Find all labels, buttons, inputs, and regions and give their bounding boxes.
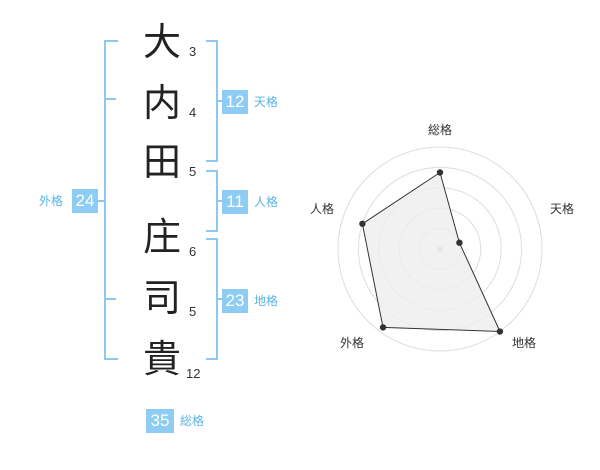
soukaku-label: 総格 xyxy=(180,414,205,428)
stroke-count-5: 5 xyxy=(189,304,197,319)
radar-ring xyxy=(337,146,543,352)
radar-label-gaikaku: 外格 xyxy=(340,336,365,350)
tenkaku-value-badge: 12 xyxy=(222,90,248,114)
gaikaku-bracket-tick xyxy=(106,98,116,100)
radar-point-5 xyxy=(359,220,366,227)
tenkaku-bracket-connector xyxy=(216,100,224,102)
stroke-count-2: 4 xyxy=(189,105,197,120)
jinkaku-bracket-connector xyxy=(216,200,224,202)
jinkaku-label: 人格 xyxy=(254,195,279,209)
stroke-count-1: 3 xyxy=(189,44,197,59)
radar-label-jinkaku: 人格 xyxy=(310,202,335,216)
name-character-1: 大 xyxy=(142,20,181,64)
tenkaku-label: 天格 xyxy=(254,95,279,109)
stroke-count-6: 12 xyxy=(186,366,201,381)
name-character-5: 司 xyxy=(142,276,181,320)
radar-point-1 xyxy=(436,169,444,176)
radar-label-chikaku: 地格 xyxy=(512,336,537,350)
name-character-3: 田 xyxy=(142,140,181,184)
soukaku-value-badge: 35 xyxy=(146,409,174,433)
gaikaku-label: 外格 xyxy=(39,194,64,208)
jinkaku-value-badge: 11 xyxy=(222,190,248,214)
gaikaku-bracket xyxy=(104,40,118,360)
name-character-2: 内 xyxy=(142,81,181,125)
gaikaku-bracket-tick xyxy=(106,298,116,300)
stroke-count-4: 6 xyxy=(189,244,197,259)
radar-point-4 xyxy=(379,324,387,331)
radar-label-tenkaku: 天格 xyxy=(550,202,575,216)
radar-point-3 xyxy=(496,328,504,335)
gaikaku-value-badge: 24 xyxy=(72,189,98,213)
chikaku-value-badge: 23 xyxy=(222,289,248,313)
gaikaku-bracket-connector xyxy=(96,200,104,202)
stroke-count-3: 5 xyxy=(189,164,197,179)
name-character-6: 貴 xyxy=(142,337,181,381)
name-character-4: 庄 xyxy=(142,215,181,259)
radar-label-soukaku: 総格 xyxy=(428,123,453,137)
radar-value-shape xyxy=(361,171,501,333)
chikaku-bracket-connector xyxy=(216,298,224,300)
chikaku-label: 地格 xyxy=(254,294,279,308)
radar-point-2 xyxy=(456,239,463,246)
radar-ring xyxy=(357,166,523,332)
